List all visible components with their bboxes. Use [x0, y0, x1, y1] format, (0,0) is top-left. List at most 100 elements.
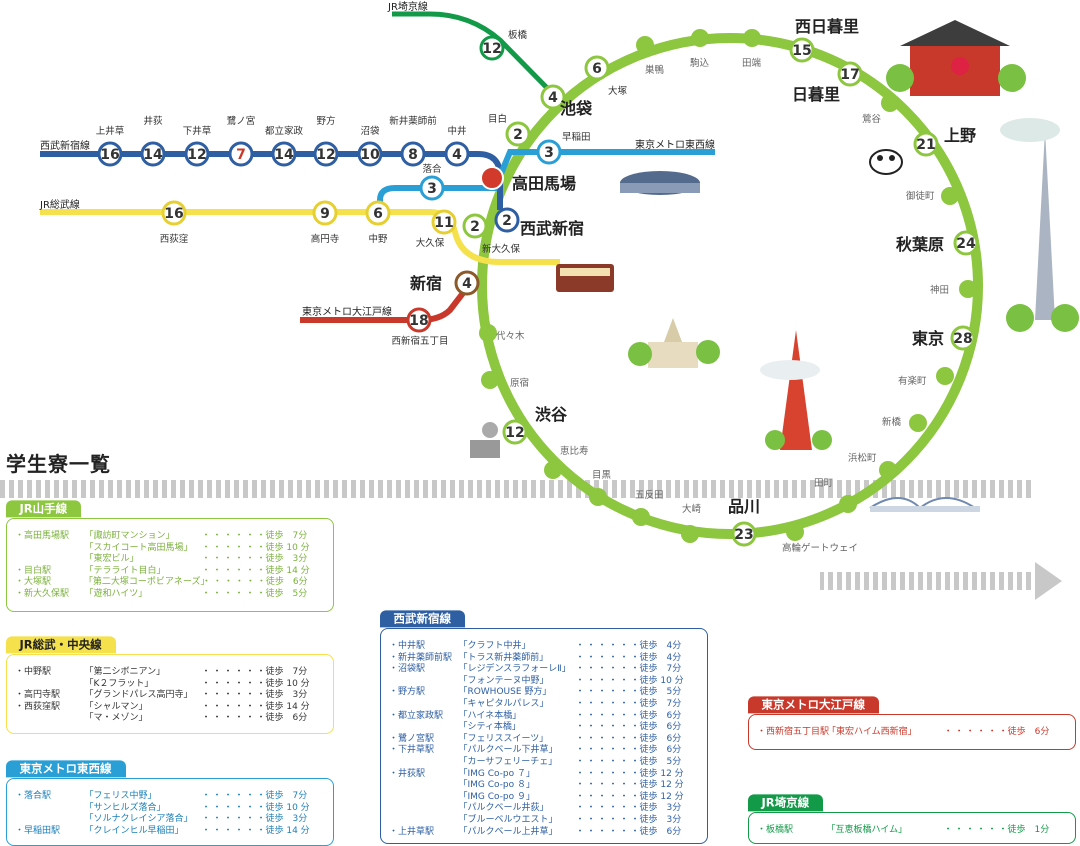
oedo-station-name: 西新宿五丁目	[391, 335, 448, 347]
yamanote-station-dot	[743, 29, 761, 47]
leader-dots: ・・・・・・	[575, 698, 642, 709]
seibu-station-number: 14	[143, 147, 163, 163]
dorm-row: ・中井駅「クラフト中井」・・・・・・徒歩 4分	[389, 641, 699, 653]
seibu-station-name: 西武新宿	[520, 219, 584, 238]
dorm-name: 「スカイコート高田馬場」	[84, 542, 193, 553]
yamanote-station-dot	[936, 367, 954, 385]
walk-time: 徒歩 6分	[265, 577, 308, 588]
seibu-station-name: 井荻	[143, 115, 163, 127]
yamanote-station-marker	[837, 61, 863, 87]
leader-dots: ・・・・・・	[943, 825, 1010, 835]
leader-dots: ・・・・・・	[575, 687, 642, 698]
yamanote-station-number: 28	[953, 331, 972, 347]
yamanote-station-name: 五反田	[635, 490, 664, 501]
walk-time: 徒歩 5分	[639, 756, 682, 767]
station-name: ・中井駅	[389, 641, 426, 651]
seibu-station-marker	[357, 141, 383, 167]
leader-dots: ・・・・・・	[201, 554, 268, 565]
yamanote-station-dot	[589, 488, 607, 506]
walk-time: 徒歩 10 分	[265, 542, 310, 553]
yamanote-station-name: 新橋	[882, 416, 902, 428]
dorm-row: ・西荻窪駅「シャルマン」・・・・・・徒歩 14 分	[15, 702, 325, 714]
yamanote-tag: JR山手線	[5, 499, 82, 518]
walk-time: 徒歩 3分	[639, 803, 682, 814]
tokyo-tower-illustration	[760, 330, 832, 450]
oedo-line-label: 東京メトロ大江戸線	[302, 305, 392, 318]
yamanote-station-number: 24	[956, 236, 976, 252]
station-name	[15, 543, 84, 555]
dorm-name: 「サンヒルズ落合」	[84, 802, 166, 813]
dorm-name: 「クラフト中井」	[458, 641, 531, 651]
walk-time: 徒歩 12 分	[639, 780, 684, 791]
dorm-name: 「フェリス中野」	[84, 791, 157, 801]
dorm-name: 「ブルーベルウエスト」	[458, 814, 558, 825]
sobu-station-number: 6	[373, 206, 383, 222]
walk-time: 徒歩 6分	[1007, 727, 1050, 737]
yamanote-station-name: 池袋	[560, 99, 593, 118]
seibu-dorm-list: 西武新宿線 ・中井駅「クラフト中井」・・・・・・徒歩 4分・新井薬師前駅「トラス…	[379, 609, 708, 844]
leader-dots: ・・・・・・	[201, 825, 268, 836]
walk-time: 徒歩 3分	[639, 814, 682, 825]
dorm-row: ・高円寺駅「グランドパレス高円寺」・・・・・・徒歩 3分	[15, 690, 325, 702]
dorm-name: 「第二大塚コーポビアネーズ」	[83, 577, 210, 588]
yamanote-station-marker	[789, 37, 815, 63]
walk-time: 徒歩 6分	[639, 733, 682, 744]
yamanote-dorm-list: JR山手線 ・高田馬場駅「諏訪町マンション」・・・・・・徒歩 7分「スカイコート…	[5, 499, 334, 612]
station-name	[389, 699, 458, 711]
dorm-name: 「遊和ハイツ」	[84, 588, 148, 599]
dorm-row: ・落合駅「フェリス中野」・・・・・・徒歩 7分	[15, 791, 325, 803]
walk-time: 徒歩 6分	[265, 713, 308, 724]
station-name	[15, 814, 84, 826]
dorm-row: 「K２フラット」・・・・・・徒歩 10 分	[15, 679, 325, 691]
dorm-row: 「IMG Co-po ９」・・・・・・徒歩 12 分	[389, 792, 699, 804]
dorm-name: 「ハイネ本橋」	[458, 710, 522, 721]
sobu-tag: JR総武・中央線	[5, 635, 116, 654]
seibu-station-marker	[228, 141, 254, 167]
seibu-station-name: 鷺ノ宮	[227, 115, 256, 127]
dorm-row: ・沼袋駅「レジデンスラフォーレⅡ」・・・・・・徒歩 7分	[389, 664, 699, 676]
yamanote-station-number: 23	[734, 527, 753, 543]
leader-dots: ・・・・・・	[575, 664, 642, 675]
takadanobaba-hub-marker	[480, 166, 504, 190]
leader-dots: ・・・・・・	[201, 667, 268, 677]
dorm-name: 「諏訪町マンション」	[84, 531, 175, 541]
sobu-station-name: 高円寺	[311, 233, 340, 245]
seibu-station-marker	[494, 207, 520, 233]
station-name	[389, 722, 458, 734]
yamanote-station-dot	[544, 461, 562, 479]
seibu-station-number: 14	[274, 147, 294, 163]
seibu-station-name: 都立家政	[265, 125, 304, 137]
dorm-row: 「マ・メゾン」・・・・・・徒歩 6分	[15, 713, 325, 725]
sobu-station-name: 中野	[368, 233, 388, 245]
yamanote-station-name: 田端	[742, 57, 762, 69]
yamanote-station-dot	[481, 371, 499, 389]
walk-time: 徒歩 10 分	[639, 675, 684, 686]
seibu-station-marker	[271, 141, 297, 167]
leader-dots: ・・・・・・	[201, 542, 268, 553]
oedo-station-number: 18	[409, 313, 428, 329]
leader-dots: ・・・・・・	[575, 803, 642, 814]
dorm-row: 「ブルーベルウエスト」・・・・・・徒歩 3分	[389, 815, 699, 827]
sobu-station-marker	[161, 200, 187, 226]
yamanote-station-name: 巣鴨	[645, 64, 665, 76]
dorm-name: 「パルクベール下井草」	[458, 745, 558, 756]
dorm-row: 「パルクベール井荻」・・・・・・徒歩 3分	[389, 803, 699, 815]
diet-building-illustration	[628, 318, 720, 368]
station-name: ・西荻窪駅	[15, 701, 61, 712]
station-name: ・井荻駅	[389, 768, 426, 779]
yamanote-station-dot	[479, 324, 497, 342]
dorm-row: ・目白駅「テラライト目白」・・・・・・徒歩 14 分	[15, 566, 325, 578]
yamanote-station-number: 2	[470, 219, 480, 235]
walk-time: 徒歩 6分	[639, 745, 682, 756]
dorm-row: ・高田馬場駅「諏訪町マンション」・・・・・・徒歩 7分	[15, 531, 325, 543]
yamanote-station-marker	[953, 230, 979, 256]
seibu-line-label: 西武新宿線	[40, 139, 90, 152]
saikyo-line	[392, 11, 557, 98]
seibu-station-marker	[313, 141, 339, 167]
station-name	[15, 803, 84, 815]
dorm-row: ・大塚駅「第二大塚コーポビアネーズ」・・・・・・徒歩 6分	[15, 577, 325, 589]
walk-time: 徒歩 10 分	[265, 802, 310, 813]
walk-time: 徒歩 14 分	[265, 565, 310, 576]
station-name	[15, 554, 84, 566]
